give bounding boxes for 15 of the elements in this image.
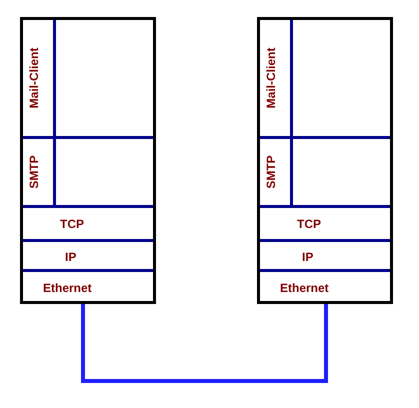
protocol-stack-box [20, 17, 156, 304]
layer-label: IP [302, 250, 314, 264]
layer-label: Ethernet [43, 281, 92, 295]
protocol-stack-box [257, 17, 393, 304]
layer-label: IP [65, 250, 76, 264]
layer-label: Mail-Client [27, 48, 41, 108]
layer-label: Mail-Client [264, 48, 278, 108]
protocol-layer [23, 136, 153, 205]
layer-label: TCP [60, 217, 84, 231]
layer-label: SMTP [264, 155, 278, 189]
layer-label: Ethernet [280, 281, 329, 295]
layer-label: TCP [297, 217, 321, 231]
network-cable-line [81, 304, 328, 383]
protocol-layer [260, 136, 390, 205]
layer-label: SMTP [27, 155, 41, 189]
